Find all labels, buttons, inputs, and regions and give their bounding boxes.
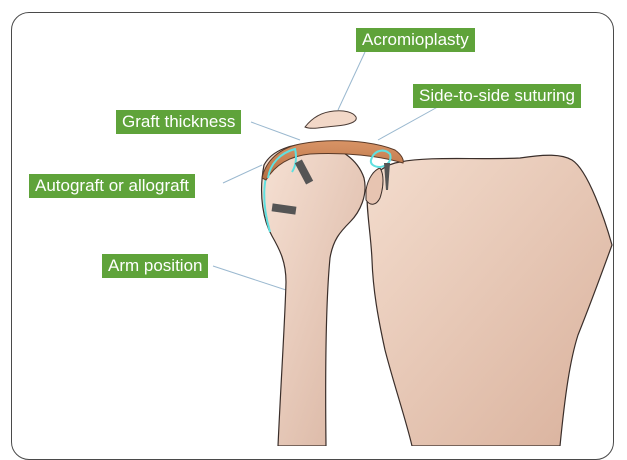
label-arm-position: Arm position <box>102 254 208 278</box>
acromion-fragment <box>305 111 356 129</box>
scapula <box>367 155 612 446</box>
label-autograft-or-allograft: Autograft or allograft <box>29 174 195 198</box>
label-acromioplasty: Acromioplasty <box>356 28 475 52</box>
shoulder-diagram <box>0 0 627 446</box>
label-side-to-side-suturing: Side-to-side suturing <box>413 84 581 108</box>
humerus <box>262 144 365 446</box>
label-graft-thickness: Graft thickness <box>116 110 241 134</box>
